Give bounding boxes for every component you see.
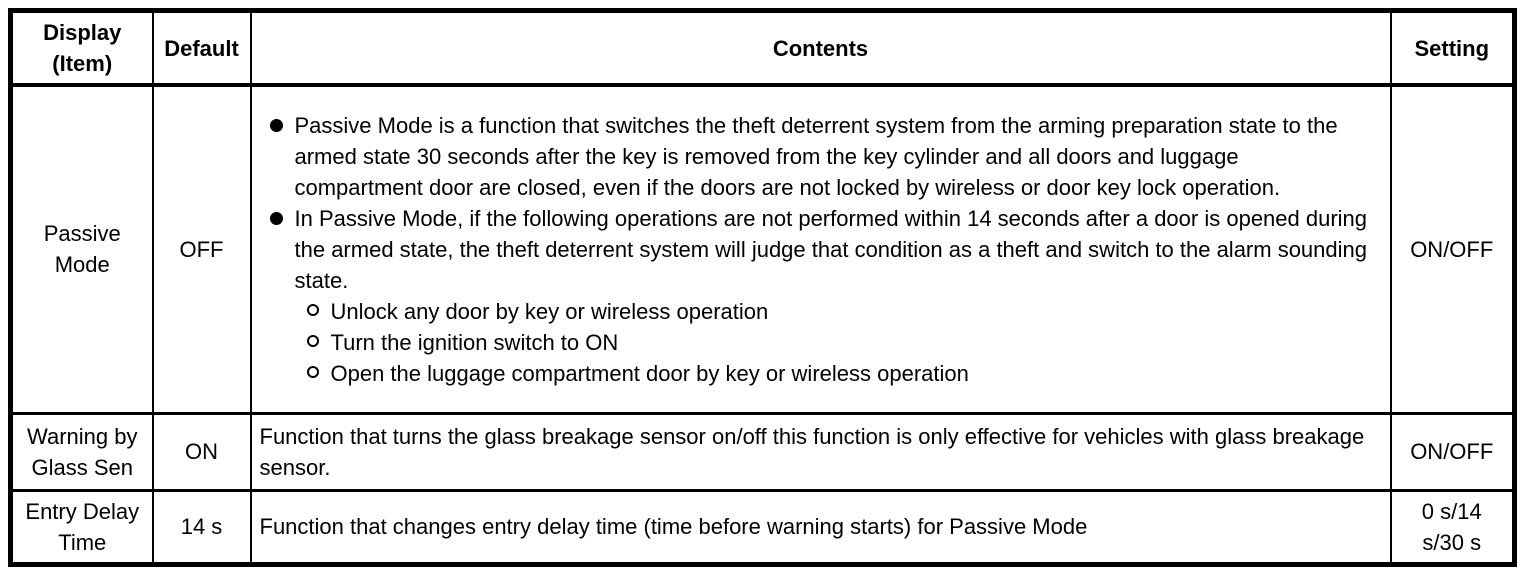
setting-cell: 0 s/14 s/30 s bbox=[1389, 488, 1516, 565]
setting-cell: ON/OFF bbox=[1389, 411, 1516, 491]
sub-bullet-text: Open the luggage compartment door by key… bbox=[330, 360, 969, 386]
table-row-passive-mode: Passive Mode OFF Passive Mode is a funct… bbox=[9, 83, 1516, 414]
bullet-icon bbox=[269, 211, 283, 225]
header-default: Default bbox=[151, 9, 252, 87]
item-cell: Entry Delay Time bbox=[9, 488, 154, 565]
circle-bullet-icon bbox=[306, 303, 319, 316]
header-contents: Contents bbox=[249, 9, 1392, 87]
theft-deterrent-settings-table: Display (Item) Default Contents Setting … bbox=[8, 8, 1517, 567]
contents-cell: Passive Mode is a function that switches… bbox=[249, 83, 1392, 414]
contents-cell: Function that changes entry delay time (… bbox=[249, 488, 1392, 565]
sub-list-item: Open the luggage compartment door by key… bbox=[306, 358, 1372, 389]
bullet-text: In Passive Mode, if the following operat… bbox=[294, 205, 1368, 293]
circle-bullet-icon bbox=[306, 334, 319, 347]
list-item: Passive Mode is a function that switches… bbox=[260, 110, 1372, 203]
header-setting: Setting bbox=[1389, 9, 1516, 87]
list-item: In Passive Mode, if the following operat… bbox=[260, 203, 1372, 296]
sub-bullet-text: Unlock any door by key or wireless opera… bbox=[330, 298, 769, 324]
setting-cell: ON/OFF bbox=[1389, 83, 1516, 414]
header-display-item: Display (Item) bbox=[9, 9, 154, 87]
default-cell: ON bbox=[151, 411, 252, 491]
table-row-entry-delay-time: Entry Delay Time 14 s Function that chan… bbox=[9, 488, 1516, 565]
circle-bullet-icon bbox=[306, 365, 319, 378]
bullet-icon bbox=[269, 118, 283, 132]
manual-page: Display (Item) Default Contents Setting … bbox=[8, 8, 1517, 567]
item-cell: Passive Mode bbox=[9, 83, 154, 414]
item-cell: Warning by Glass Sen bbox=[9, 411, 154, 491]
default-cell: 14 s bbox=[151, 488, 252, 565]
default-cell: OFF bbox=[151, 83, 252, 414]
sub-list-item: Turn the ignition switch to ON bbox=[306, 327, 1372, 358]
table-row-warning-glass-sen: Warning by Glass Sen ON Function that tu… bbox=[9, 411, 1516, 491]
contents-cell: Function that turns the glass breakage s… bbox=[249, 411, 1392, 491]
sub-bullet-text: Turn the ignition switch to ON bbox=[330, 329, 619, 355]
table-header-row: Display (Item) Default Contents Setting bbox=[9, 9, 1516, 87]
sub-list-item: Unlock any door by key or wireless opera… bbox=[306, 296, 1372, 327]
bullet-text: Passive Mode is a function that switches… bbox=[294, 112, 1338, 200]
